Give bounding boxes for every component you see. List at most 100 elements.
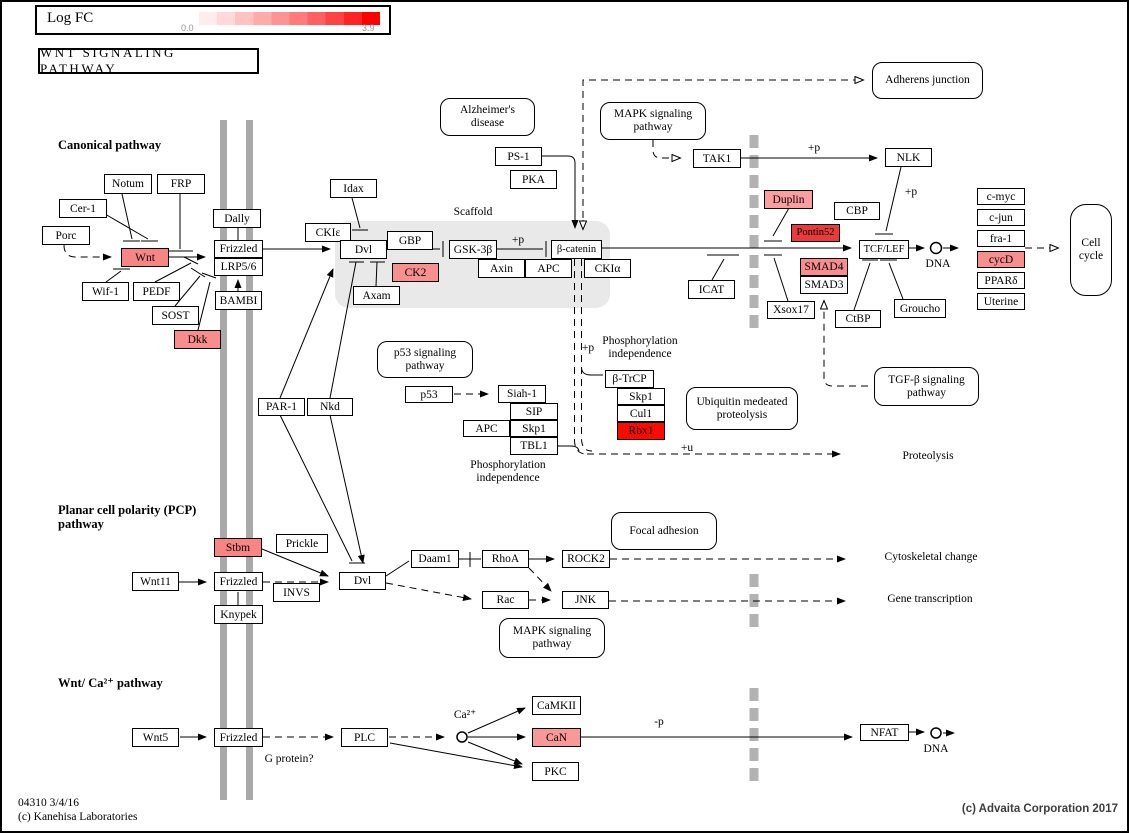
section-pcp: Planar cell polarity (PCP) pathway: [58, 503, 197, 531]
node-frizzled-1[interactable]: Frizzled: [214, 240, 263, 258]
label-scaffold: Scaffold: [453, 206, 493, 218]
node-tbl1[interactable]: TBL1: [510, 437, 558, 455]
node-prickle[interactable]: Prickle: [276, 534, 328, 553]
label-plus-p-phos: +p: [581, 342, 595, 354]
node-notum[interactable]: Notum: [104, 174, 152, 194]
label-plus-p-nlk: +p: [904, 186, 918, 198]
dna-circle-ca: [930, 727, 942, 739]
node-cul1[interactable]: Cul1: [617, 405, 665, 422]
node-siah1[interactable]: Siah-1: [498, 385, 546, 403]
node-apc-1[interactable]: APC: [525, 259, 572, 278]
pathway-adherens[interactable]: Adherens junction: [872, 62, 983, 99]
node-smad3[interactable]: SMAD3: [800, 276, 848, 294]
pathway-title: WNT SIGNALING PATHWAY: [38, 45, 259, 76]
pathway-mapk-top[interactable]: MAPK signaling pathway: [600, 102, 706, 140]
node-cycd[interactable]: cycD: [977, 251, 1025, 268]
node-apc-2[interactable]: APC: [463, 420, 510, 437]
node-nkd[interactable]: Nkd: [307, 398, 353, 416]
pathway-ubiquitin[interactable]: Ubiquitin medeated proteolysis: [686, 387, 798, 430]
dna-circle-canonical: [929, 241, 943, 255]
section-ca: Wnt/ Ca²⁺ pathway: [58, 676, 163, 690]
node-gbp[interactable]: GBP: [387, 231, 433, 250]
node-dally[interactable]: Dally: [213, 209, 261, 228]
node-wnt5[interactable]: Wnt5: [132, 728, 179, 747]
node-sip[interactable]: SIP: [510, 403, 558, 420]
pathway-mapk-bottom[interactable]: MAPK signaling pathway: [499, 618, 605, 658]
node-ckia[interactable]: CKIα: [584, 259, 631, 278]
node-ps1[interactable]: PS-1: [495, 147, 542, 166]
node-xsox17[interactable]: Xsox17: [767, 301, 815, 319]
node-tak1[interactable]: TAK1: [693, 149, 741, 168]
node-tcflef[interactable]: TCF/LEF: [859, 240, 909, 259]
node-cer1[interactable]: Cer-1: [59, 199, 107, 218]
node-plc[interactable]: PLC: [341, 728, 388, 747]
pathway-focal-adhesion[interactable]: Focal adhesion: [611, 512, 717, 550]
node-sost[interactable]: SOST: [152, 306, 199, 325]
node-ctbp[interactable]: CtBP: [835, 310, 881, 328]
node-pedf[interactable]: PEDF: [133, 282, 180, 301]
node-idax[interactable]: Idax: [330, 179, 377, 198]
node-bambi[interactable]: BAMBI: [215, 291, 262, 310]
node-rock2[interactable]: ROCK2: [562, 550, 610, 568]
node-bcatenin[interactable]: β-catenin: [551, 240, 602, 259]
label-ca2: Ca²⁺: [453, 709, 477, 721]
node-nlk[interactable]: NLK: [885, 148, 932, 167]
node-ckie[interactable]: CKIε: [305, 223, 351, 242]
node-knypek[interactable]: Knypek: [214, 605, 263, 624]
node-smad4[interactable]: SMAD4: [800, 258, 848, 276]
node-daam1[interactable]: Daam1: [411, 550, 459, 568]
node-axam[interactable]: Axam: [353, 286, 400, 305]
node-fra1[interactable]: fra-1: [977, 230, 1025, 247]
node-rhoa[interactable]: RhoA: [482, 550, 529, 568]
node-wnt11[interactable]: Wnt11: [132, 572, 179, 591]
node-camkii[interactable]: CaMKII: [532, 696, 581, 715]
node-axin[interactable]: Axin: [478, 259, 525, 278]
node-can[interactable]: CaN: [532, 728, 581, 747]
calcium-ion-circle: [456, 731, 468, 743]
pathway-tgfb[interactable]: TGF-β signaling pathway: [874, 367, 979, 406]
node-dvl-1[interactable]: Dvl: [340, 240, 387, 259]
node-pontin52[interactable]: Pontin52: [791, 224, 840, 242]
node-icat[interactable]: ICAT: [688, 280, 735, 299]
label-phos-ind-top: Phosphorylation independence: [602, 335, 678, 360]
node-cbp[interactable]: CBP: [834, 202, 880, 220]
legend-title: Log FC: [47, 10, 94, 26]
node-skp1-b[interactable]: Skp1: [617, 388, 665, 405]
label-minus-p: -p: [654, 716, 664, 728]
node-frizzled-2[interactable]: Frizzled: [214, 572, 263, 591]
node-lrp56[interactable]: LRP5/6: [214, 258, 263, 276]
node-dkk[interactable]: Dkk: [174, 330, 221, 349]
node-duplin[interactable]: Duplin: [764, 190, 813, 209]
node-groucho[interactable]: Groucho: [894, 299, 946, 318]
node-frizzled-3[interactable]: Frizzled: [214, 728, 263, 747]
node-rbx1[interactable]: Rbx1: [617, 422, 665, 440]
node-stbm[interactable]: Stbm: [214, 538, 262, 557]
label-dna-2: DNA: [923, 743, 949, 755]
pathway-alzheimers[interactable]: Alzheimer's disease: [440, 98, 535, 136]
node-jnk[interactable]: JNK: [562, 591, 609, 609]
node-uterine[interactable]: Uterine: [977, 293, 1025, 310]
pathway-cell-cycle[interactable]: Cell cycle: [1070, 204, 1112, 296]
node-cjun[interactable]: c-jun: [977, 209, 1025, 226]
node-par1[interactable]: PAR-1: [258, 398, 305, 416]
node-ck2[interactable]: CK2: [392, 263, 439, 282]
node-frp[interactable]: FRP: [157, 174, 205, 194]
node-rac[interactable]: Rac: [482, 591, 529, 609]
node-p53[interactable]: p53: [405, 386, 453, 403]
node-cmyc[interactable]: c-myc: [977, 188, 1025, 205]
node-invs[interactable]: INVS: [273, 583, 320, 602]
node-porc[interactable]: Porc: [42, 226, 90, 245]
node-nfat[interactable]: NFAT: [860, 724, 909, 741]
node-wnt[interactable]: Wnt: [121, 248, 169, 267]
node-btrcp[interactable]: β-TrCP: [605, 370, 654, 388]
node-dvl-2[interactable]: Dvl: [339, 572, 386, 590]
node-pkc[interactable]: PKC: [532, 762, 579, 781]
node-pka[interactable]: PKA: [510, 170, 557, 189]
node-gsk3b[interactable]: GSK-3β: [449, 240, 497, 259]
node-wif1[interactable]: Wif-1: [82, 282, 129, 301]
node-ppard[interactable]: PPARδ: [977, 272, 1025, 289]
pathway-p53[interactable]: p53 signaling pathway: [377, 341, 473, 378]
node-skp1-a[interactable]: Skp1: [510, 420, 558, 437]
kanehisa-copyright: (c) Kanehisa Laboratories: [18, 811, 138, 823]
